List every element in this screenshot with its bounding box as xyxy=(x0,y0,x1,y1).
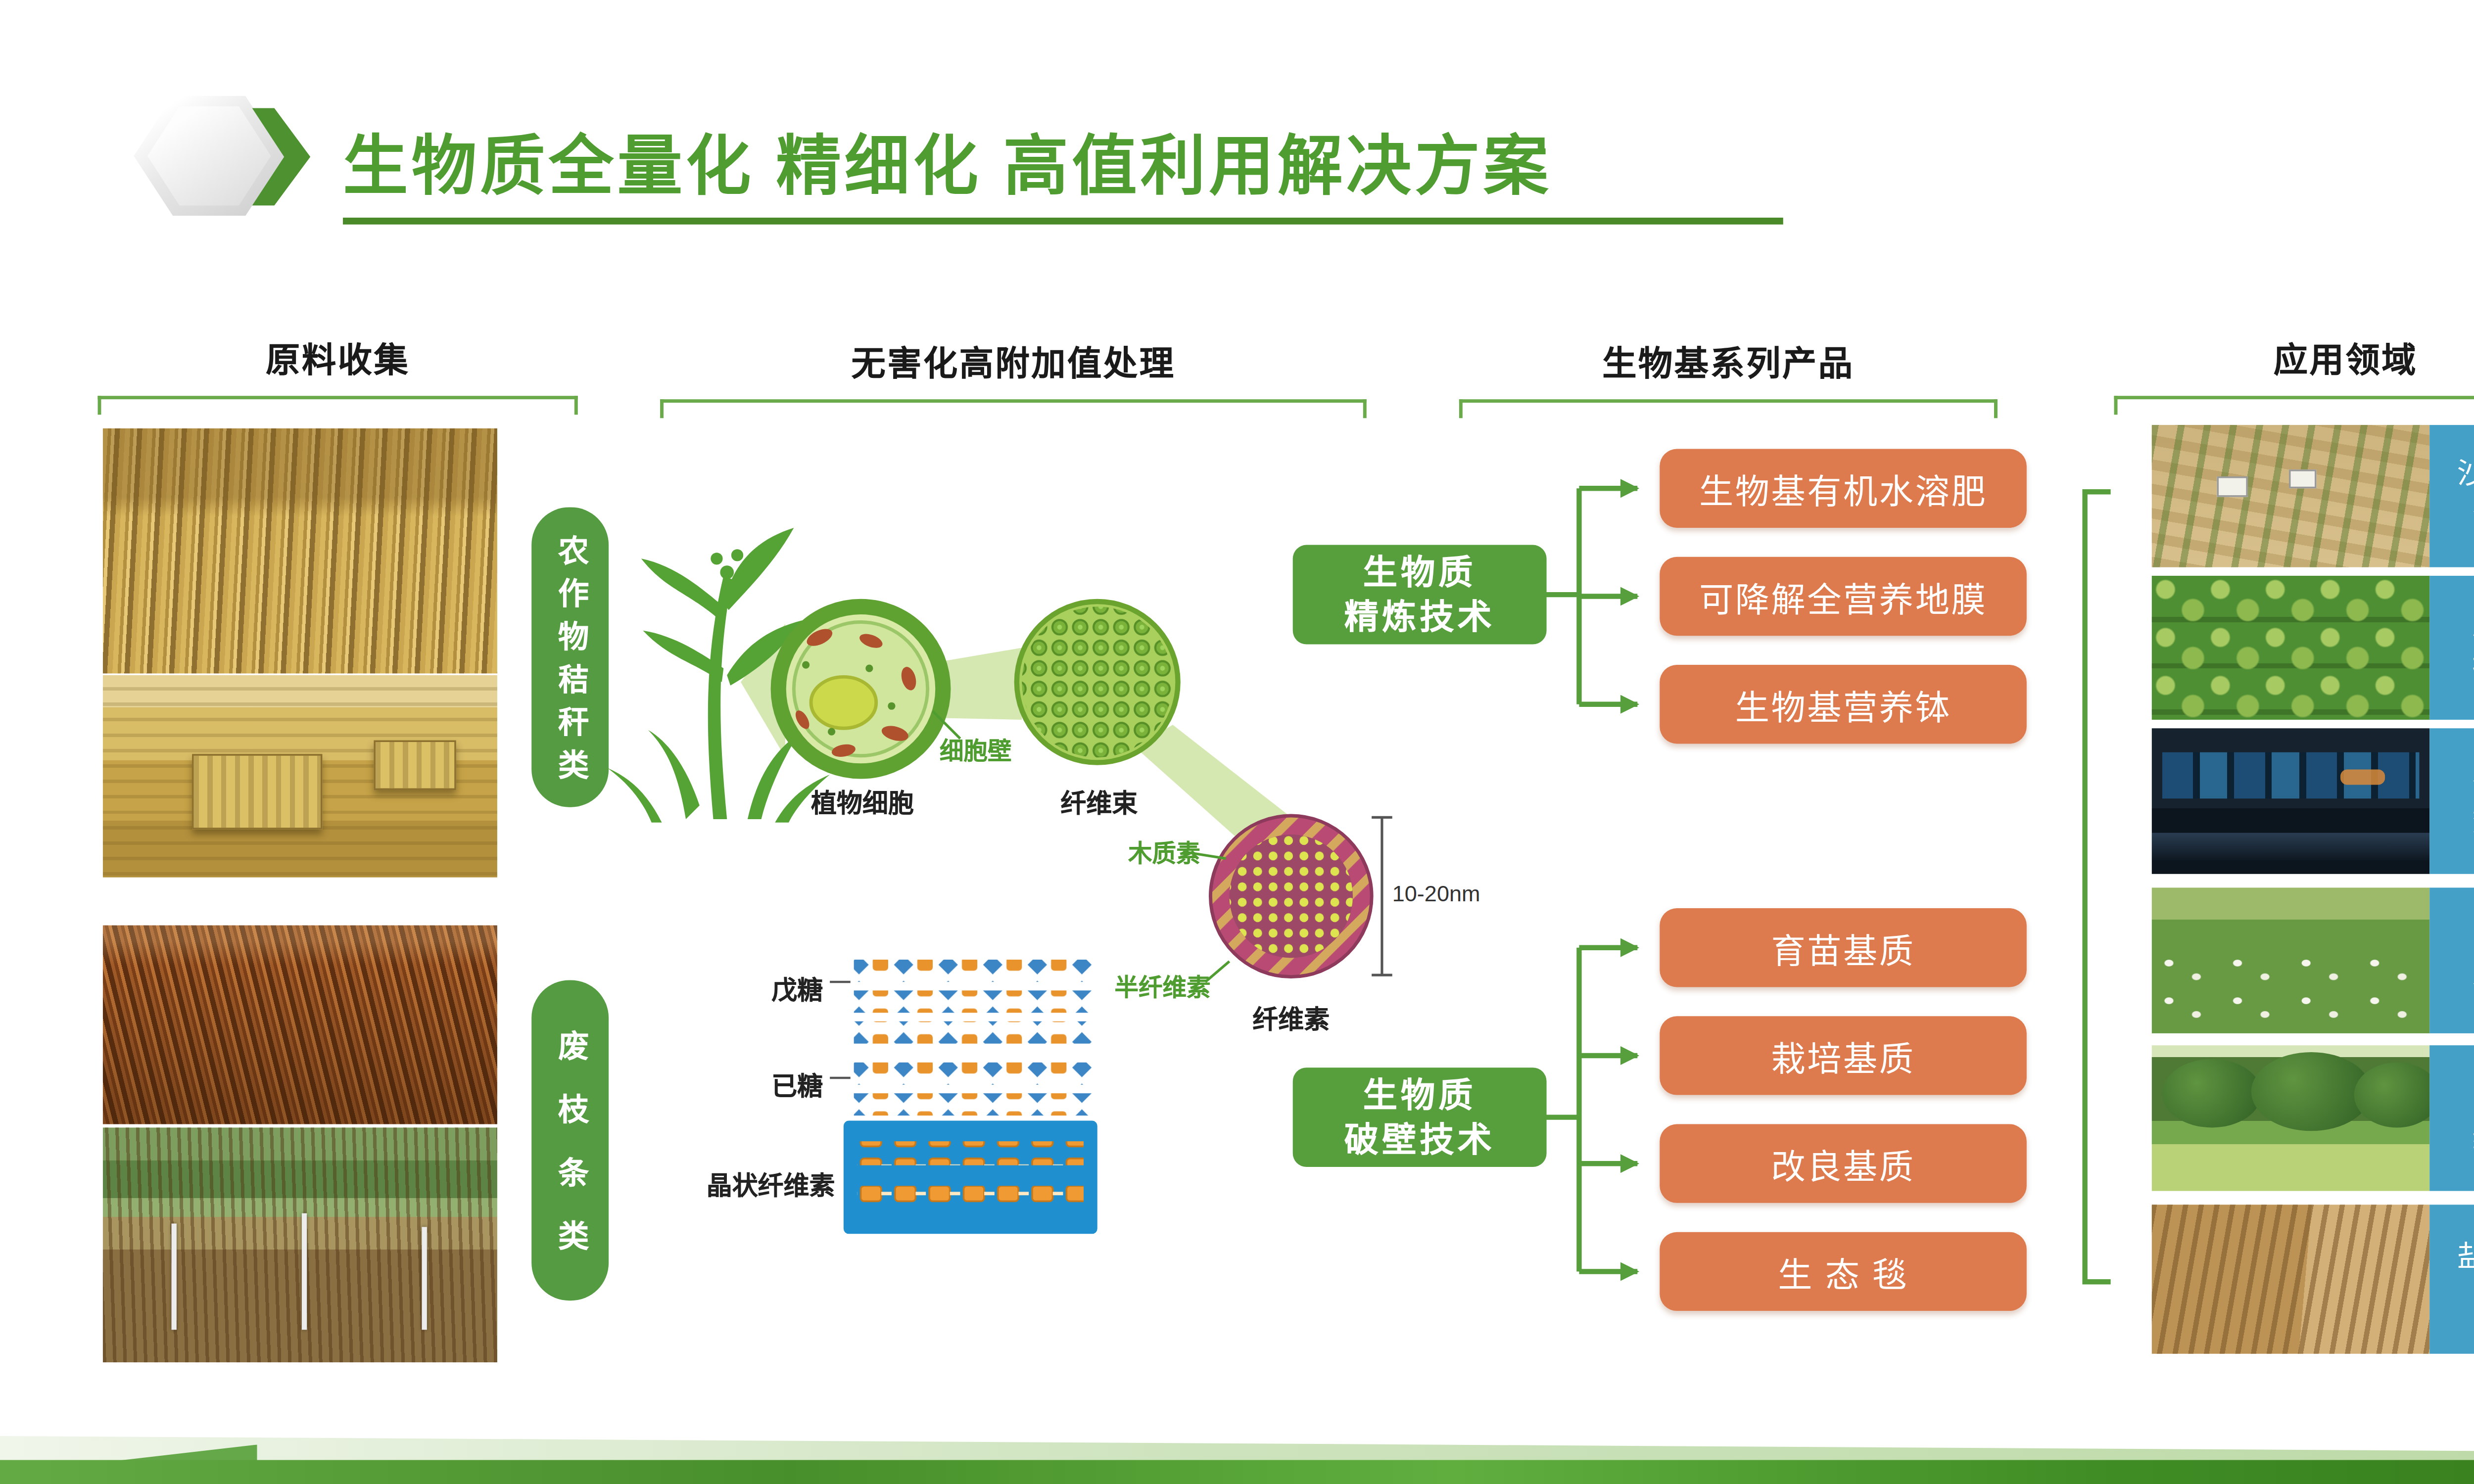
title-underline xyxy=(343,218,1783,225)
category-pill-crop-straw: 农作物秸秆类 xyxy=(531,507,609,807)
app-label-line: 盐碱地 xyxy=(2457,1237,2474,1279)
straw-bale xyxy=(374,741,456,790)
photo-livestock xyxy=(2152,887,2429,1033)
label-hemicellulose: 半纤维素 xyxy=(1114,968,1210,1002)
section-bracket xyxy=(1459,399,1998,418)
product-box-improvement-substrate: 改良基质 xyxy=(1660,1124,2027,1203)
section-bracket xyxy=(98,396,578,415)
label-plant-cell: 植物细胞 xyxy=(796,783,929,819)
app-label-desertification: 沙漠化 治理 xyxy=(2429,425,2474,567)
vineyard-post xyxy=(302,1213,307,1330)
app-label-fertility: 肥力 提升 xyxy=(2429,576,2474,720)
sugar-pointer-lines xyxy=(830,982,851,1078)
section-label: 无害化高附加值处理 xyxy=(660,336,1367,385)
app-label-livestock: 畜牧 养殖 xyxy=(2429,887,2474,1033)
photo-fertility xyxy=(2152,576,2429,720)
app-label-ag-data: 农业 数据 xyxy=(2429,728,2474,874)
label-scale-10-20nm: 10-20nm xyxy=(1392,881,1480,907)
desk-band xyxy=(2152,833,2429,859)
section-label: 原料收集 xyxy=(98,332,578,382)
category-pill-waste-branches: 废枝条类 xyxy=(531,980,609,1301)
label-lignin: 木质素 xyxy=(1128,835,1200,869)
product-label: 生物基有机水溶肥 xyxy=(1699,464,1987,513)
product-label: 生 态 毯 xyxy=(1778,1247,1908,1296)
photo-corn-stalks xyxy=(103,428,497,673)
footer-green-bar xyxy=(0,1460,2474,1484)
desert-sign xyxy=(2217,476,2248,497)
product-box-seedling-substrate: 育苗基质 xyxy=(1660,908,2027,987)
product-label: 栽培基质 xyxy=(1771,1031,1915,1080)
vineyard-post xyxy=(422,1227,427,1330)
section-bracket xyxy=(660,399,1367,418)
tech-box-wall-breaking: 生物质 破壁技术 xyxy=(1293,1067,1547,1167)
desert-sign xyxy=(2289,469,2316,488)
label-pentose: 戊糖 xyxy=(771,970,823,1006)
label-fiber-bundle: 纤维束 xyxy=(1046,783,1152,819)
photo-straw-bales xyxy=(103,675,497,878)
product-box-water-soluble-fertilizer: 生物基有机水溶肥 xyxy=(1660,449,2027,528)
app-label-saline-land: 盐碱地 改良 xyxy=(2429,1205,2474,1353)
photo-saline-land xyxy=(2152,1205,2429,1353)
label-hexose: 已糖 xyxy=(771,1066,823,1102)
vineyard-post xyxy=(172,1223,177,1330)
tech-box-line: 精炼技术 xyxy=(1344,595,1495,639)
product-box-eco-blanket: 生 态 毯 xyxy=(1660,1232,2027,1311)
product-label: 可降解全营养地膜 xyxy=(1699,571,1987,621)
section-header-applications: 应用领域 xyxy=(2114,332,2474,415)
crystalline-cellulose-image xyxy=(844,1121,1097,1234)
section-label: 应用领域 xyxy=(2114,332,2474,382)
tech-box-line: 生物质 xyxy=(1363,550,1476,595)
page-title: 生物质全量化 精细化 高值利用解决方案 xyxy=(343,113,1552,208)
section-label: 生物基系列产品 xyxy=(1459,336,1998,385)
tree-canopy xyxy=(2162,1059,2262,1128)
scale-bracket xyxy=(1372,817,1392,975)
label-cell-wall: 细胞壁 xyxy=(940,732,1012,766)
app-label-landscaping: 园林 绿化 xyxy=(2429,1045,2474,1191)
product-box-cultivation-substrate: 栽培基质 xyxy=(1660,1016,2027,1095)
plant-icon xyxy=(607,528,830,823)
cellulose-cross-section xyxy=(1210,816,1372,977)
label-cellulose: 纤维素 xyxy=(1238,999,1344,1035)
fiber-bundle-diagram xyxy=(1017,602,1178,763)
tree-canopy xyxy=(2354,1063,2429,1128)
footer-light-band xyxy=(0,1436,2474,1463)
sugar-chain-rows xyxy=(854,960,1094,1115)
photo-pruned-branches xyxy=(103,1127,497,1362)
tech-box-refining: 生物质 精炼技术 xyxy=(1293,545,1547,645)
photo-ag-data xyxy=(2152,728,2429,874)
product-label: 改良基质 xyxy=(1771,1139,1915,1188)
section-bracket xyxy=(2114,396,2474,415)
section-header-processing: 无害化高附加值处理 xyxy=(660,336,1367,418)
product-box-degradable-mulch-film: 可降解全营养地膜 xyxy=(1660,557,2027,636)
photo-landscaping xyxy=(2152,1045,2429,1191)
app-label-line: 沙漠化 xyxy=(2457,454,2474,496)
label-crystalline-cellulose: 晶状纤维素 xyxy=(707,1165,835,1202)
section-header-products: 生物基系列产品 xyxy=(1459,336,1998,418)
sheep-flock xyxy=(2152,949,2429,1033)
product-label: 生物基营养钵 xyxy=(1735,680,1951,729)
tech-box-line: 生物质 xyxy=(1363,1073,1476,1117)
screen-glow xyxy=(2340,769,2385,785)
tree-canopy xyxy=(2251,1052,2372,1131)
product-label: 育苗基质 xyxy=(1771,923,1915,972)
photo-desertification xyxy=(2152,425,2429,567)
tech-box-line: 破壁技术 xyxy=(1344,1117,1495,1162)
straw-bale xyxy=(192,754,322,829)
product-box-nutrient-pot: 生物基营养钵 xyxy=(1660,665,2027,743)
section-header-collection: 原料收集 xyxy=(98,332,578,415)
plant-cell-diagram xyxy=(778,606,943,771)
photo-waste-branches xyxy=(103,926,497,1124)
